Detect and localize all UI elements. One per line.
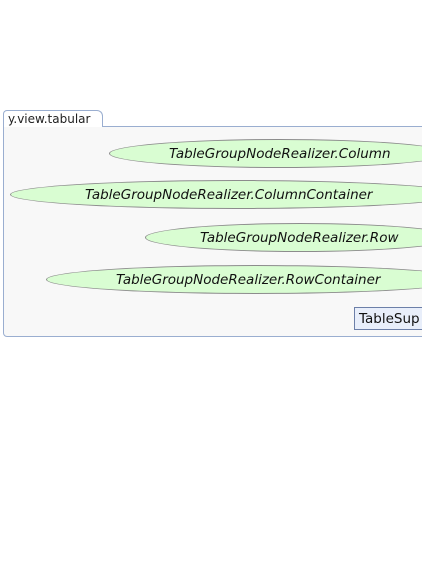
node-row-label: TableGroupNodeRealizer.Row	[200, 230, 399, 246]
node-column[interactable]: TableGroupNodeRealizer.Column	[109, 139, 422, 168]
node-row[interactable]: TableGroupNodeRealizer.Row	[145, 223, 422, 252]
package-name: y.view.tabular	[8, 112, 91, 126]
node-row-container-label: TableGroupNodeRealizer.RowContainer	[116, 272, 381, 288]
package-tab: y.view.tabular	[3, 110, 103, 127]
node-column-container[interactable]: TableGroupNodeRealizer.ColumnContainer	[10, 180, 422, 209]
node-column-container-label: TableGroupNodeRealizer.ColumnContainer	[85, 187, 373, 203]
node-column-label: TableGroupNodeRealizer.Column	[169, 146, 391, 162]
class-box-table-support[interactable]: TableSup	[354, 307, 422, 330]
node-row-container[interactable]: TableGroupNodeRealizer.RowContainer	[46, 265, 422, 294]
class-box-label: TableSup	[359, 311, 420, 327]
